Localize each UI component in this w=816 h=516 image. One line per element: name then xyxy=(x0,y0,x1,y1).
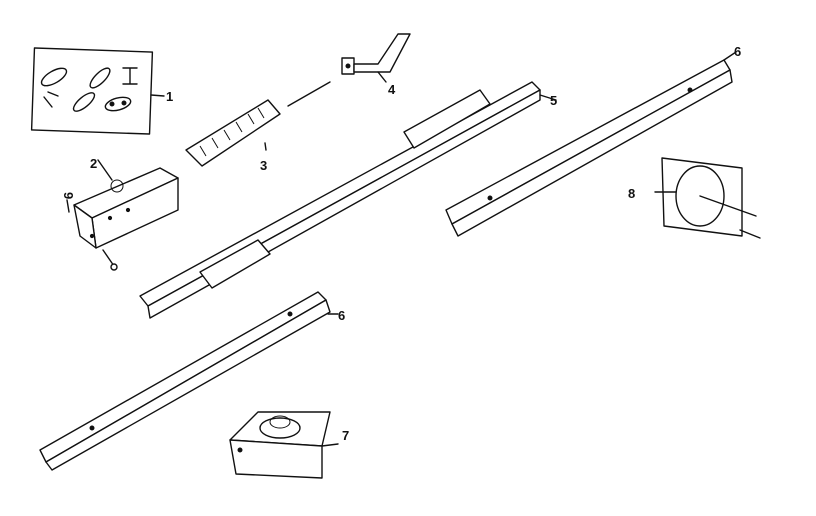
part-8-panel xyxy=(654,157,761,239)
part-4-bracket xyxy=(341,33,411,83)
part-5-rail xyxy=(139,81,557,319)
part-1-hardware-bag xyxy=(30,47,165,135)
part-2-trolley-bracket xyxy=(73,159,179,249)
callout-part-7: 7 xyxy=(342,428,349,443)
callout-part-2: 2 xyxy=(90,156,97,171)
callout-part-1: 1 xyxy=(166,89,173,104)
callout-part-4: 4 xyxy=(388,82,396,97)
part-6-lower-angle-rail xyxy=(39,291,339,471)
callout-part-5: 5 xyxy=(550,93,557,108)
callout-part-3: 3 xyxy=(260,158,267,173)
callout-part-6-lower: 6 xyxy=(338,308,345,323)
part-9-pin xyxy=(66,199,118,271)
part-7-pulley-bracket xyxy=(229,411,339,479)
callout-part-9: 9 xyxy=(61,192,76,199)
callout-part-8: 8 xyxy=(628,186,635,201)
callout-part-6-upper: 6 xyxy=(734,44,741,59)
part-3-spring-assembly xyxy=(185,81,331,167)
part-6-upper-angle-rail xyxy=(445,51,737,237)
